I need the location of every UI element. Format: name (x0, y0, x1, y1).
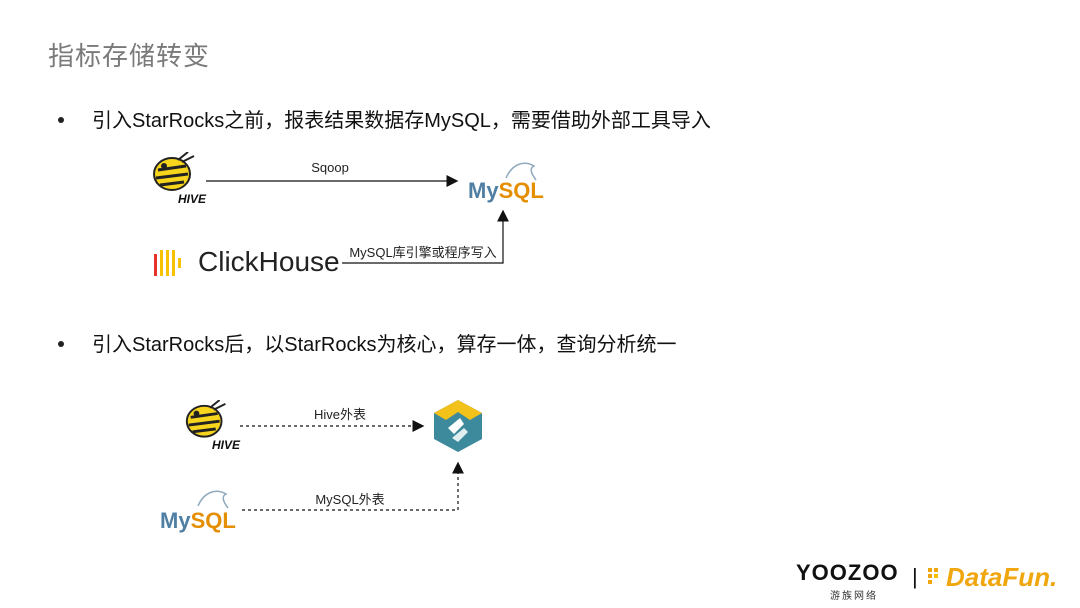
hive-bee-icon (153, 151, 195, 191)
bullet-dot (58, 340, 64, 347)
mysql-logo-after: MySQL (158, 486, 238, 533)
edge-label-mysql-external: MySQL外表 (315, 492, 385, 507)
yoozoo-subtitle: 游族网络 (830, 591, 878, 602)
dolphin-icon (505, 162, 537, 181)
edge-mysql-starrocks (242, 461, 464, 511)
mysql-logo-before: MySQL (466, 158, 546, 204)
starrocks-logo (430, 398, 486, 454)
dolphin-icon (197, 490, 229, 509)
datafun-wordmark: DataFun. (946, 562, 1058, 592)
bullet-before: 引入StarRocks之前，报表结果数据存MySQL，需要借助外部工具导入 (58, 104, 711, 133)
hive-logo-after: HIVE (180, 399, 241, 454)
hive-logo-before: HIVE (148, 151, 207, 208)
bullet-after-text: 引入StarRocks后，以StarRocks为核心，算存一体，查询分析统一 (92, 334, 677, 356)
clickhouse-bars-icon (154, 250, 181, 276)
mysql-wordmark-before: MySQL (468, 178, 544, 203)
edge-clickhouse-mysql (342, 209, 509, 264)
edge-label-sqoop: Sqoop (311, 160, 349, 175)
hive-label-before: HIVE (178, 192, 207, 206)
edge-label-hive-external: Hive外表 (313, 407, 366, 422)
footer-separator: | (912, 564, 918, 589)
mysql-wordmark-after: MySQL (160, 508, 236, 533)
datafun-dots-icon (928, 568, 938, 584)
starrocks-hexagon-icon (434, 400, 482, 452)
bullet-dot (58, 116, 64, 123)
datafun-logo: DataFun. (928, 562, 1068, 596)
clickhouse-wordmark: ClickHouse (198, 246, 340, 277)
hive-bee-icon (185, 399, 226, 438)
edge-label-clickhouse-mysql: MySQL库引擎或程序写入 (349, 245, 497, 260)
hive-label-after: HIVE (212, 438, 241, 452)
page-title: 指标存储转变 (48, 41, 211, 71)
yoozoo-logo: YOOZOO 游族网络 (796, 560, 906, 602)
clickhouse-logo: ClickHouse (154, 246, 340, 280)
bullet-before-text: 引入StarRocks之前，报表结果数据存MySQL，需要借助外部工具导入 (92, 110, 711, 132)
yoozoo-wordmark: YOOZOO (796, 560, 899, 585)
bullet-after: 引入StarRocks后，以StarRocks为核心，算存一体，查询分析统一 (58, 328, 677, 357)
